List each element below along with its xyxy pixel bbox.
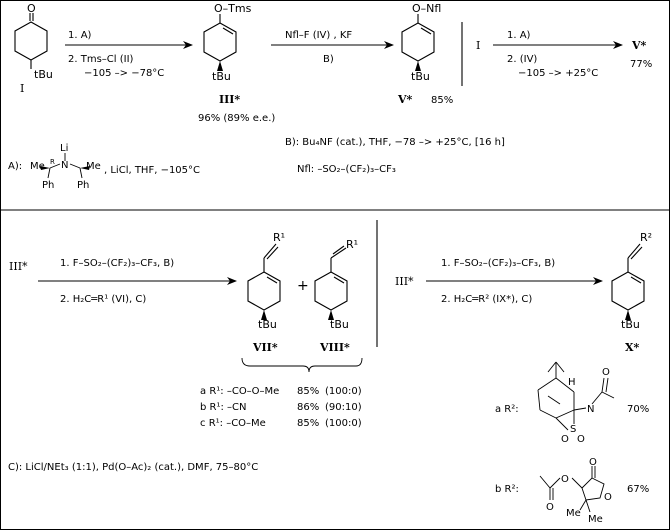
compound-V-group: O–Nfl (412, 2, 441, 15)
bottom-start: III* (9, 260, 28, 273)
product-VIII-tbu: tBu (330, 318, 349, 331)
legend-A-text: , LiCl, THF, −105°C (104, 165, 200, 176)
r2a-yield: 70% (627, 404, 649, 415)
product-VIII-label: VIII* (319, 341, 350, 354)
table-row-a-yield: 85% (297, 386, 319, 397)
legend-A-label: A): (8, 161, 22, 172)
product-X-tbu: tBu (621, 318, 640, 331)
amide-me-left: Me (30, 161, 45, 172)
compound-III-tbu: tBu (212, 70, 231, 83)
legend-B-text: B): Bu₄NF (cat.), THF, −78 –> +25°C, [16… (285, 137, 505, 148)
r2b-yield: 67% (627, 484, 649, 495)
product-X-r2: R² (640, 231, 652, 244)
legend-C-text: C): LiCl/NEt₃ (1:1), Pd(O–Ac)₂ (cat.), D… (8, 462, 258, 473)
amide-me-right: Me (86, 161, 101, 172)
step3-yield: 77% (630, 59, 652, 70)
table-row-c-group: c R¹: –CO–Me (200, 418, 266, 429)
lithium-amide-structure (40, 153, 90, 179)
r2b-me1: Me (566, 508, 581, 519)
compound-V-yield: 85% (431, 95, 453, 106)
heck-left-cond1: 1. F–SO₂–(CF₂)₃–CF₃, B) (60, 258, 174, 269)
step1-cond2: 2. Tms–Cl (II) (68, 54, 134, 65)
r2b-o-carbonyl: O (546, 502, 554, 513)
r2b-o-lactone-carbonyl: O (589, 457, 597, 468)
compound-III-structure (203, 14, 237, 71)
r2b-o-ester: O (561, 474, 569, 485)
r2b-me2: Me (588, 514, 603, 525)
compound-III-label: III* (219, 93, 240, 106)
amide-n: N (61, 160, 68, 171)
table-row-c-ratio: (100:0) (325, 418, 362, 429)
product-VII-structure (247, 243, 281, 320)
product-X-label: X* (625, 341, 640, 354)
r2b-o-ring: O (604, 492, 612, 503)
right-start: III* (395, 275, 414, 288)
pantolactone-ester-structure (539, 466, 605, 513)
compound-III-group: O–Tms (214, 2, 252, 15)
products-bracket (241, 357, 363, 373)
product-VII-label: VII* (252, 341, 278, 354)
step3-cond3: −105 –> +25°C (518, 68, 598, 79)
r2a-o1: O (561, 434, 569, 445)
step3-cond2: 2. (IV) (507, 54, 537, 65)
heck-right-cond1: 1. F–SO₂–(CF₂)₃–CF₃, B) (441, 258, 555, 269)
heck-left-cond2: 2. H₂C═R¹ (VI), C) (60, 294, 146, 305)
product-VIII-r1: R¹ (346, 238, 358, 251)
step2-cond: B) (323, 54, 334, 65)
compound-I-oxygen: O (27, 2, 36, 15)
compound-III-yield: 96% (89% e.e.) (198, 113, 275, 124)
table-row-b-group: b R¹: –CN (200, 402, 247, 413)
amide-li: Li (60, 143, 68, 154)
r2a-o2: O (577, 434, 585, 445)
step1-cond3: −105 –> −78°C (84, 68, 164, 79)
amide-ph-left: Ph (42, 180, 54, 191)
compound-I-tbu: tBu (34, 68, 53, 81)
r2b-label: b R²: (495, 484, 519, 495)
amide-r: R (50, 158, 55, 166)
r2a-o3: O (602, 367, 610, 378)
product-X-structure (611, 243, 645, 320)
table-row-a-ratio: (100:0) (325, 386, 362, 397)
heck-right-cond2: 2. H₂C═R² (IX*), C) (441, 294, 532, 305)
plus-sign: + (297, 278, 309, 294)
step3-cond1: 1. A) (507, 30, 531, 41)
compound-V-structure (401, 14, 435, 71)
product-VIII-structure (314, 245, 348, 320)
amide-ph-right: Ph (77, 180, 89, 191)
table-row-a-group: a R¹: –CO–O–Me (200, 386, 279, 397)
compound-V-tbu: tBu (411, 70, 430, 83)
step3-start: I (476, 39, 480, 52)
product-VII-r1: R¹ (273, 231, 285, 244)
compound-I-structure (14, 13, 48, 69)
camphorsultam-structure (537, 361, 615, 431)
compound-V-label: V* (397, 93, 413, 106)
legend-Nfl-text: Nfl: –SO₂–(CF₂)₃–CF₃ (297, 164, 396, 175)
compound-I-label: I (20, 82, 24, 95)
product-VII-tbu: tBu (258, 318, 277, 331)
r2a-n: N (587, 404, 594, 415)
step1-cond1: 1. A) (68, 30, 92, 41)
r2a-label: a R²: (495, 404, 519, 415)
step3-product: V* (631, 39, 647, 52)
table-row-b-ratio: (90:10) (325, 402, 362, 413)
table-row-b-yield: 86% (297, 402, 319, 413)
table-row-c-yield: 85% (297, 418, 319, 429)
r2a-h: H (568, 377, 576, 388)
r2a-s: S (570, 424, 576, 435)
step2-reagent: Nfl–F (IV) , KF (285, 30, 352, 41)
